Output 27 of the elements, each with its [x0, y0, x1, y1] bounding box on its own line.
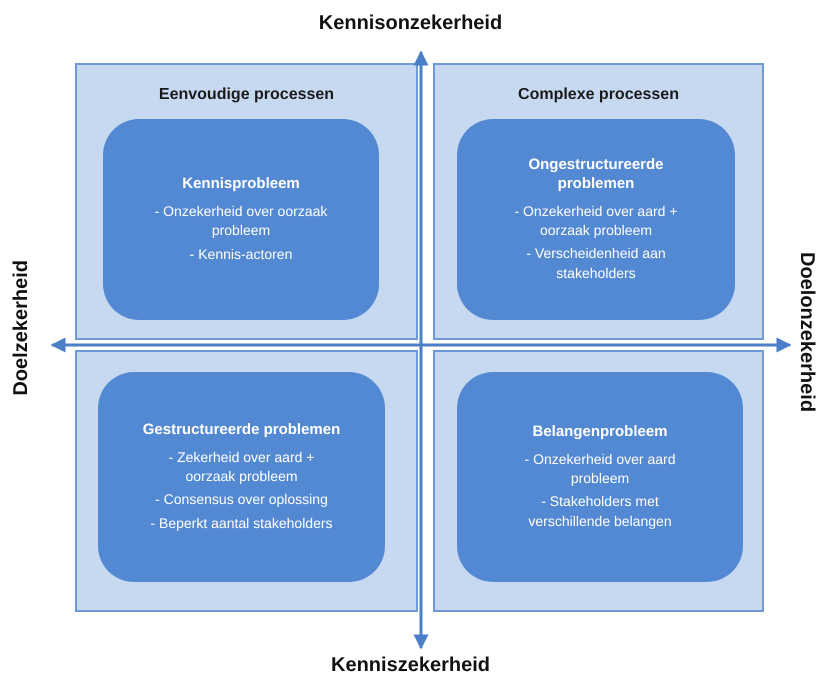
- bullet-item: - Zekerheid over aard + oorzaak probleem: [168, 448, 316, 486]
- axis-label: Doelzekerheid: [9, 260, 33, 396]
- bullet-item: - Onzekerheid over aard probleem: [524, 450, 676, 488]
- problem-card: [457, 372, 743, 582]
- axis-label: Kennisonzekerheid: [318, 11, 504, 36]
- panel-heading: Complexe processen: [517, 85, 680, 105]
- problem-card: [98, 372, 385, 582]
- problem-card: [103, 119, 379, 320]
- bullet-item: - Consensus over oplossing: [155, 490, 328, 510]
- axis-label: Kenniszekerheid: [330, 653, 491, 678]
- bullet-item: - Verscheidenheid aan stakeholders: [525, 244, 667, 282]
- card-heading: Belangenprobleem: [532, 423, 668, 442]
- quadrant-panel: [433, 350, 764, 612]
- card-heading: Kennisprobleem: [182, 175, 300, 194]
- bullet-item: - Kennis-actoren: [190, 244, 292, 264]
- bullet-item: - Beperkt aantal stakeholders: [150, 514, 333, 533]
- quadrant-panel: [75, 63, 418, 340]
- card-heading: Ongestructureerde problemen: [527, 156, 665, 194]
- card-heading: Gestructureerde problemen: [142, 421, 340, 440]
- axis-label: Doelonzekerheid: [795, 252, 819, 412]
- quadrant-panel: [75, 350, 418, 612]
- problem-card: [457, 119, 735, 320]
- bullet-item: - Onzekerheid over aard + oorzaak probleem: [513, 202, 679, 240]
- quadrant-panel: [433, 63, 764, 340]
- bullet-item: - Stakeholders met verschillende belangen: [527, 492, 673, 531]
- panel-heading: Eenvoudige processen: [158, 85, 336, 105]
- bullet-item: - Onzekerheid over oorzaak probleem: [154, 202, 328, 240]
